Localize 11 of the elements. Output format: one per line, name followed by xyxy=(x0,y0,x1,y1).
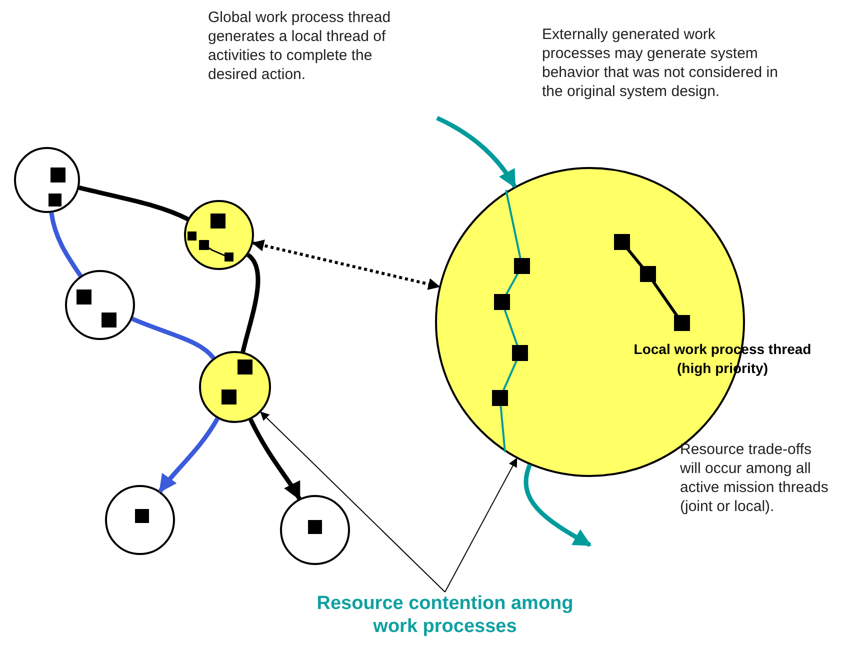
annotation-text: Resource trade-offs will occur among all active mission threads (joint or local). xyxy=(680,440,830,516)
leader-line xyxy=(260,411,446,592)
arrow xyxy=(252,240,440,290)
leader-line xyxy=(444,458,518,592)
annotation-text: Global work process thread generates a local thread of activities to complete the desired action. xyxy=(208,8,392,84)
arrow xyxy=(248,418,302,500)
arrow xyxy=(436,116,517,188)
caption-text: Resource contention among work processes xyxy=(300,592,590,638)
arrow xyxy=(158,417,220,493)
arrow xyxy=(524,464,592,547)
annotation-text: Externally generated work processes may generate system behavior that was not considered in the original system design. xyxy=(542,25,779,101)
